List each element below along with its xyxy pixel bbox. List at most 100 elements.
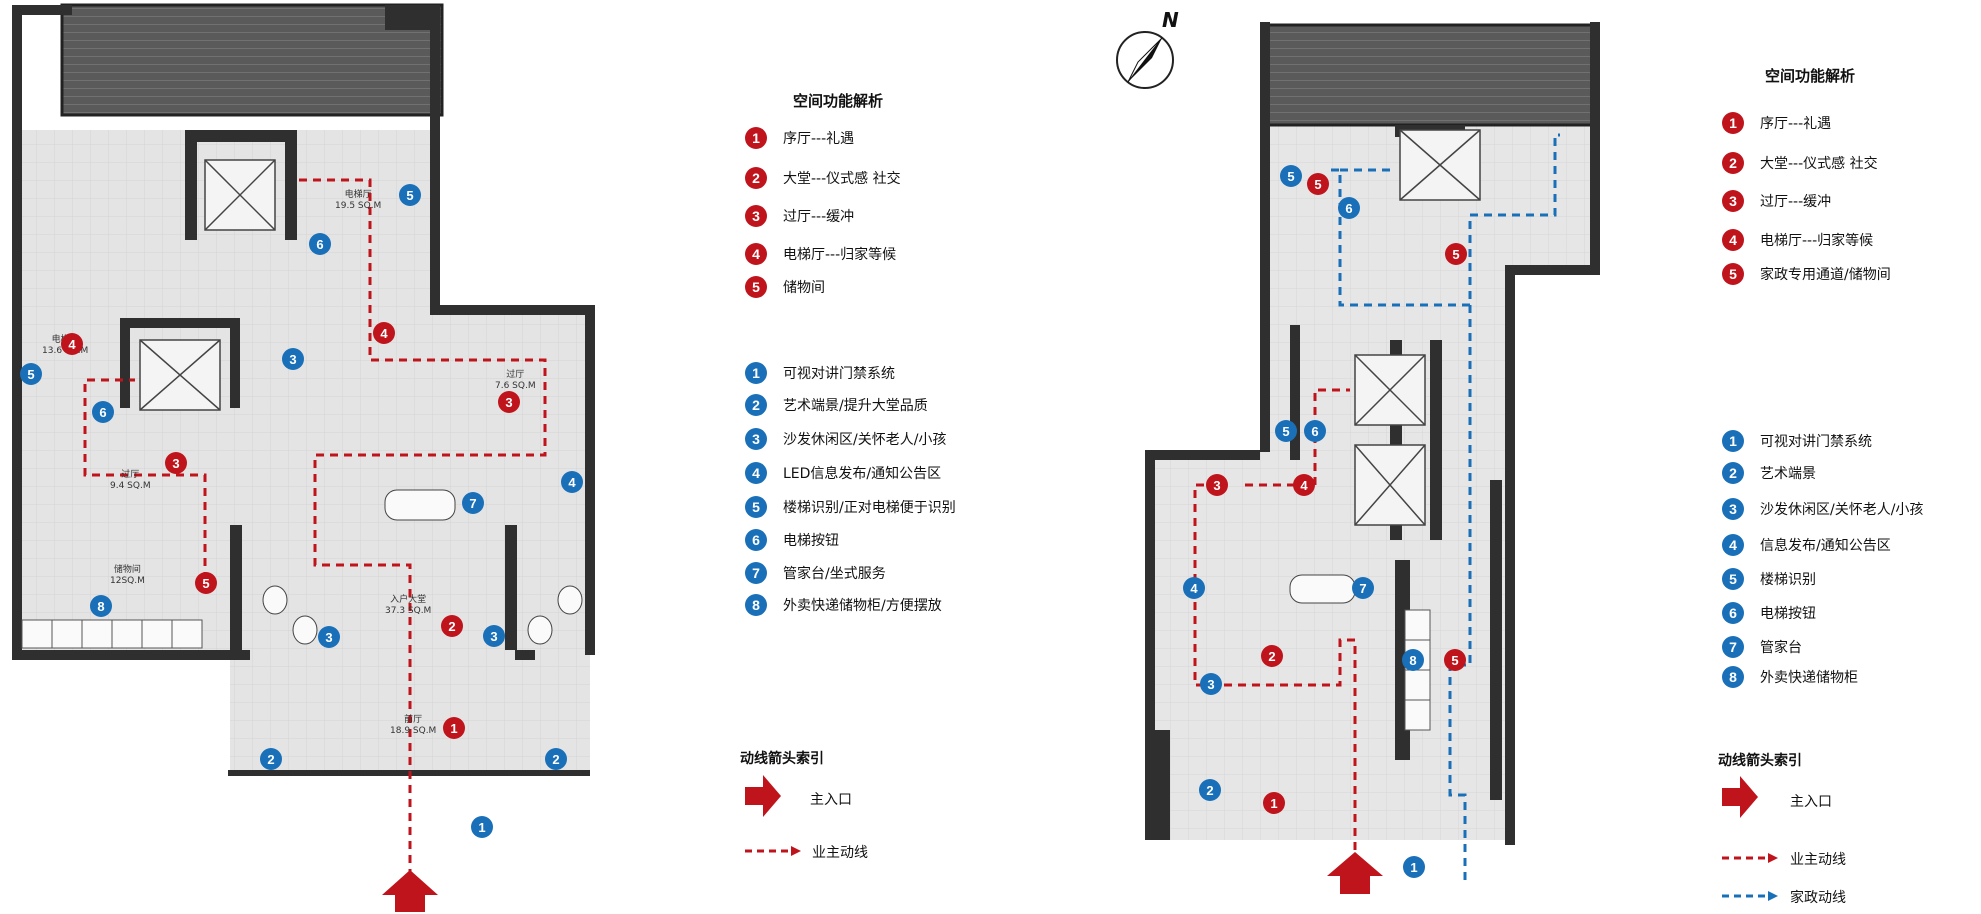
plan-marker-red: 3: [498, 391, 520, 413]
plan-marker-blue: 3: [483, 625, 505, 647]
number-badge: 3: [745, 205, 767, 227]
number-badge: 1: [745, 127, 767, 149]
number-badge: 4: [745, 243, 767, 265]
plan-marker-blue: 5: [20, 363, 42, 385]
number-badge: 2: [745, 394, 767, 416]
owner-route-legend-label: 业主动线: [1790, 852, 1846, 868]
plan-marker-blue: 3: [1200, 673, 1222, 695]
plan-marker-blue: 4: [1183, 577, 1205, 599]
number-badge: 8: [745, 594, 767, 616]
right-main-entrance-arrow: [1327, 852, 1383, 894]
number-badge: 1: [745, 362, 767, 384]
plan-marker-blue: 5: [1280, 165, 1302, 187]
left-route-legend-title: 动线箭头索引: [740, 751, 824, 767]
number-badge: 4: [745, 462, 767, 484]
plan-marker-red: 2: [1261, 645, 1283, 667]
plan-marker-red: 4: [61, 333, 83, 355]
plan-marker-blue: 6: [1304, 420, 1326, 442]
plan-marker-blue: 7: [462, 492, 484, 514]
plan-marker-blue: 8: [90, 595, 112, 617]
number-badge: 8: [1722, 666, 1744, 688]
number-badge: 5: [1722, 263, 1744, 285]
plan-marker-red: 5: [1445, 243, 1467, 265]
storage-lockers: [21, 619, 203, 649]
plan-marker-red: 3: [1206, 474, 1228, 496]
plan-marker-red: 5: [1307, 173, 1329, 195]
stairwell: [62, 5, 442, 115]
housekeeping-route-legend-label: 家政动线: [1790, 890, 1846, 906]
plan-marker-blue: 5: [1275, 420, 1297, 442]
owner-route-legend-label: 业主动线: [812, 845, 868, 861]
owner-route-legend-icon: [1722, 853, 1778, 863]
number-badge: 4: [1722, 229, 1744, 251]
entrance-arrow-icon: [745, 775, 781, 817]
number-badge: 2: [1722, 152, 1744, 174]
plan-marker-blue: 5: [399, 184, 421, 206]
sofas: [262, 585, 583, 645]
plan-marker-blue: 4: [561, 471, 583, 493]
north-compass-icon: [1116, 31, 1174, 89]
number-badge: 6: [745, 529, 767, 551]
entrance-arrow-icon: [1722, 776, 1758, 818]
compass-label: N: [1162, 8, 1179, 32]
plan-marker-blue: 1: [471, 816, 493, 838]
plan-marker-red: 5: [195, 572, 217, 594]
number-badge: 6: [1722, 602, 1744, 624]
right-route-legend-title: 动线箭头索引: [1718, 753, 1802, 769]
plan-marker-blue: 3: [318, 626, 340, 648]
right-legend-title: 空间功能解析: [1765, 67, 1856, 85]
plan-marker-blue: 2: [260, 748, 282, 770]
plan-marker-blue: 8: [1402, 649, 1424, 671]
main-entrance-arrow: [382, 870, 438, 912]
number-badge: 1: [1722, 430, 1744, 452]
number-badge: 2: [745, 167, 767, 189]
number-badge: 2: [1722, 462, 1744, 484]
entrance-legend-label: 主入口: [810, 792, 852, 808]
number-badge: 3: [745, 428, 767, 450]
number-badge: 1: [1722, 112, 1744, 134]
plan-marker-blue: 6: [92, 401, 114, 423]
plan-marker-blue: 1: [1403, 856, 1425, 878]
number-badge: 4: [1722, 534, 1744, 556]
plan-marker-blue: 2: [1199, 779, 1221, 801]
entrance-legend-label: 主入口: [1790, 794, 1832, 810]
plan-marker-blue: 7: [1352, 577, 1374, 599]
number-badge: 7: [745, 562, 767, 584]
number-badge: 7: [1722, 636, 1744, 658]
number-badge: 5: [745, 276, 767, 298]
elevator-cars: [139, 159, 276, 411]
plan-marker-red: 1: [1263, 792, 1285, 814]
owner-route-legend-icon: [745, 846, 801, 856]
number-badge: 3: [1722, 190, 1744, 212]
left-legend-title: 空间功能解析: [793, 92, 884, 110]
concierge-desk: [384, 489, 456, 521]
number-badge: 5: [745, 496, 767, 518]
